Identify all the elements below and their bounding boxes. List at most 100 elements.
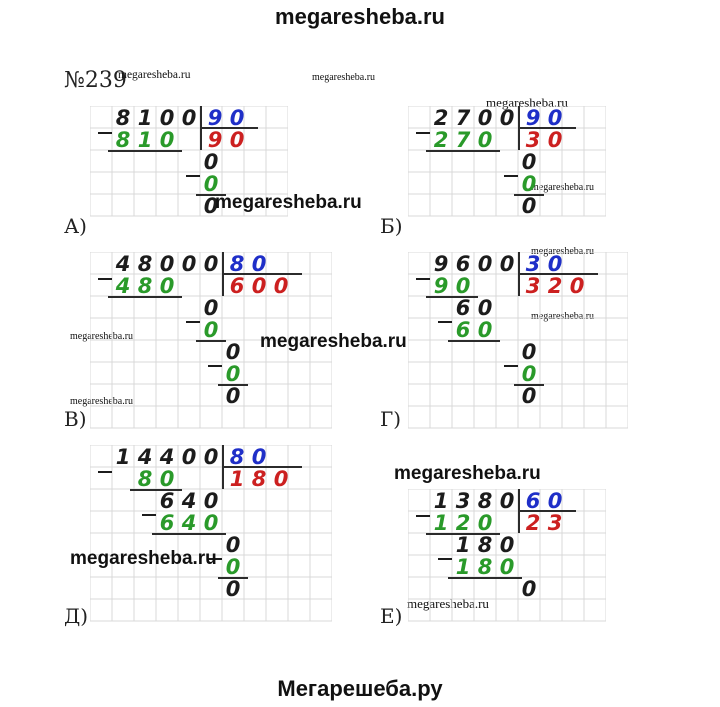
minus-sign <box>186 321 200 323</box>
quotient-digit: 3 <box>525 274 541 298</box>
subtrahend-digit: 0 <box>159 274 175 298</box>
grid-background <box>90 106 288 217</box>
subtrahend-digit: 0 <box>225 362 241 386</box>
subtrahend-digit: 8 <box>137 274 153 298</box>
subtrahend-digit: 1 <box>455 555 471 579</box>
problem-label: Е) <box>380 604 403 628</box>
divisor-digit: 9 <box>525 106 541 130</box>
watermark-small: megaresheba.ru <box>531 311 595 322</box>
subtraction-line <box>130 489 182 491</box>
subtrahend-digit: 0 <box>477 318 493 342</box>
minus-sign <box>142 514 156 516</box>
subtrahend-digit: 4 <box>115 274 131 298</box>
subtraction-line <box>426 150 500 152</box>
quotient-digit: 6 <box>229 274 245 298</box>
dividend-digit: 8 <box>115 106 131 130</box>
divisor-digit: 8 <box>229 445 245 469</box>
subtraction-line <box>426 533 500 535</box>
remainder-digit: 0 <box>521 150 537 174</box>
minus-sign <box>504 365 518 367</box>
dividend-digit: 0 <box>203 445 219 469</box>
minus-sign <box>416 132 430 134</box>
remainder-digit: 6 <box>455 296 471 320</box>
quotient-digit: 0 <box>251 274 267 298</box>
divisor-digit: 0 <box>547 106 563 130</box>
divisor-digit: 0 <box>251 252 267 276</box>
subtrahend-digit: 0 <box>477 511 493 535</box>
dividend-digit: 2 <box>433 106 449 130</box>
dividend-digit: 4 <box>159 445 175 469</box>
watermark-small: megaresheba.ru <box>312 72 376 83</box>
divisor-digit: 9 <box>207 106 223 130</box>
remainder-digit: 0 <box>203 489 219 513</box>
minus-sign <box>98 278 112 280</box>
remainder-digit: 0 <box>225 384 241 408</box>
watermark-small: megaresheba.ru <box>118 69 191 81</box>
remainder-digit: 0 <box>521 577 537 601</box>
subtrahend-digit: 8 <box>137 467 153 491</box>
site-header: megaresheba.ru <box>275 4 445 29</box>
subtrahend-digit: 0 <box>521 172 537 196</box>
subtraction-line <box>196 340 226 342</box>
remainder-digit: 0 <box>521 194 537 218</box>
remainder-digit: 6 <box>159 489 175 513</box>
minus-sign <box>186 175 200 177</box>
remainder-digit: 4 <box>181 489 197 513</box>
dividend-digit: 1 <box>433 489 449 513</box>
minus-sign <box>416 515 430 517</box>
watermark-small: megaresheba.ru <box>407 596 489 611</box>
subtrahend-digit: 8 <box>115 128 131 152</box>
problem-label: А) <box>64 214 87 238</box>
watermark-big: megaresheba.ru <box>215 192 362 213</box>
minus-sign <box>438 558 452 560</box>
subtrahend-digit: 0 <box>477 128 493 152</box>
dividend-digit: 3 <box>455 489 471 513</box>
subtrahend-digit: 0 <box>455 274 471 298</box>
task-number: №239 <box>64 68 127 93</box>
quotient-digit: 1 <box>229 467 245 491</box>
minus-sign <box>504 175 518 177</box>
dividend-digit: 1 <box>137 106 153 130</box>
subtrahend-digit: 0 <box>203 318 219 342</box>
quotient-digit: 0 <box>273 467 289 491</box>
subtraction-line <box>514 194 544 196</box>
dividend-digit: 0 <box>159 252 175 276</box>
subtraction-line <box>108 150 182 152</box>
dividend-digit: 0 <box>499 106 515 130</box>
dividend-digit: 1 <box>115 445 131 469</box>
subtraction-line <box>218 577 248 579</box>
remainder-digit: 1 <box>455 533 471 557</box>
dividend-digit: 9 <box>433 252 449 276</box>
divisor-digit: 0 <box>251 445 267 469</box>
subtrahend-digit: 1 <box>433 511 449 535</box>
watermark-big: megaresheba.ru <box>260 331 407 352</box>
minus-sign <box>98 132 112 134</box>
division-horizontal-bar <box>518 510 576 512</box>
subtrahend-digit: 0 <box>521 362 537 386</box>
subtrahend-digit: 2 <box>433 128 449 152</box>
remainder-digit: 0 <box>203 150 219 174</box>
dividend-digit: 4 <box>115 252 131 276</box>
divisor-digit: 0 <box>547 252 563 276</box>
minus-sign <box>208 365 222 367</box>
quotient-digit: 0 <box>229 128 245 152</box>
dividend-digit: 7 <box>455 106 471 130</box>
remainder-digit: 0 <box>521 340 537 364</box>
dividend-digit: 0 <box>159 106 175 130</box>
problem-label: Г) <box>380 407 402 431</box>
subtrahend-digit: 2 <box>455 511 471 535</box>
subtraction-line <box>448 340 500 342</box>
subtraction-line <box>514 384 544 386</box>
minus-sign <box>438 321 452 323</box>
subtrahend-digit: 0 <box>203 511 219 535</box>
site-footer: Мегарешеба.ру <box>277 676 443 701</box>
quotient-digit: 0 <box>547 128 563 152</box>
subtraction-line <box>448 577 522 579</box>
watermark-small: megaresheba.ru <box>70 396 134 407</box>
division-horizontal-bar <box>518 273 598 275</box>
remainder-digit: 8 <box>477 533 493 557</box>
